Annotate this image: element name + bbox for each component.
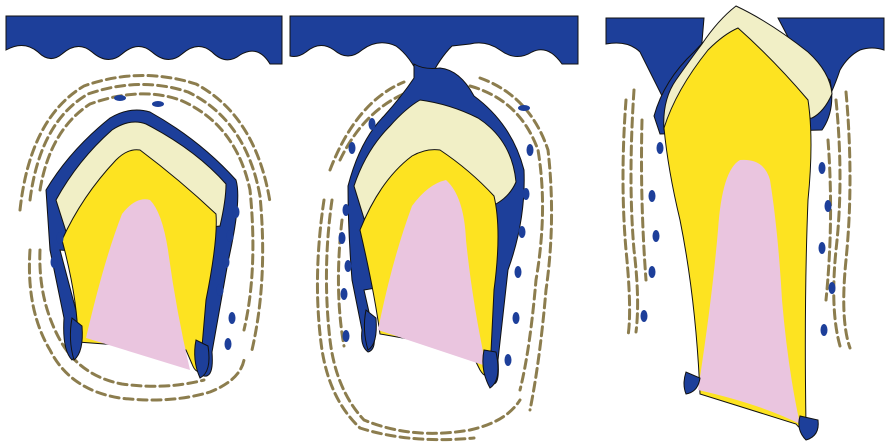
root-sheath-3b [799,416,818,440]
panel-2 [290,16,578,440]
panel-1 [6,16,282,400]
cervical-loop-1a [70,318,82,360]
panel-3 [606,6,884,440]
root-sheath-3a [684,372,700,394]
oral-epithelium-1 [6,16,282,64]
